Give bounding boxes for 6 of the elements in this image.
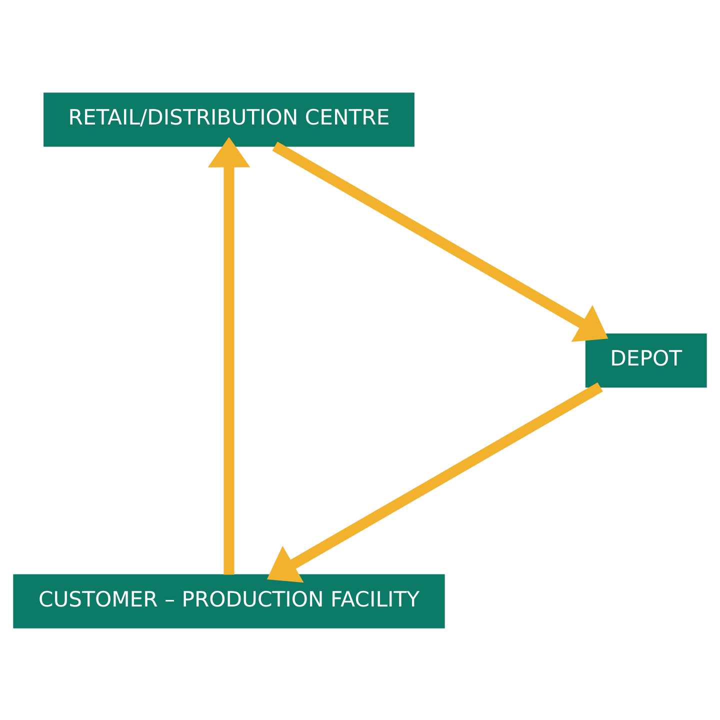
arrow — [208, 136, 250, 574]
node-box: DEPOT — [585, 332, 707, 388]
node-box: CUSTOMER – PRODUCTION FACILITY — [13, 574, 445, 628]
node-box: RETAIL/DISTRIBUTION CENTRE — [44, 92, 414, 146]
arrow — [272, 141, 608, 342]
arrow — [266, 382, 603, 582]
